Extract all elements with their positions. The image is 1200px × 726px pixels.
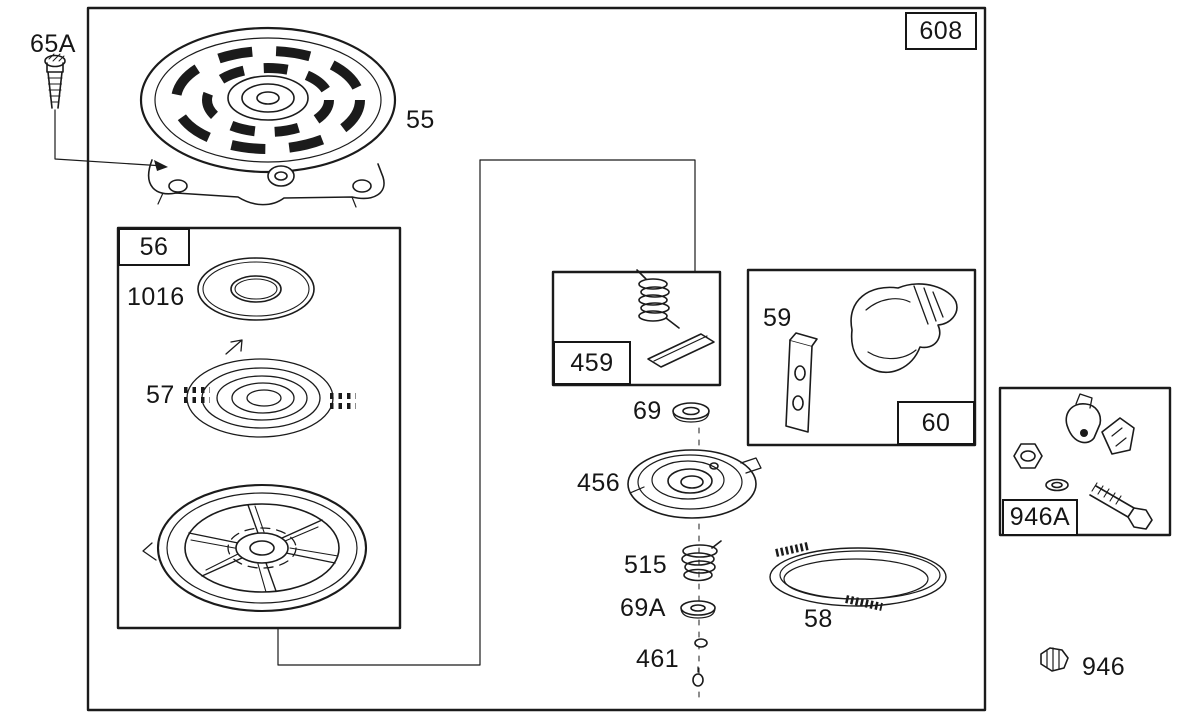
- label-box-60: 60: [897, 401, 975, 445]
- label-box-608: 608: [905, 12, 977, 50]
- part-946A-bolt: [1089, 482, 1153, 530]
- part-57-rewind-spring: [184, 339, 356, 438]
- part-946A-washer: [1045, 478, 1069, 492]
- part-69A-washer: [680, 600, 716, 619]
- part-459-spring: [636, 269, 680, 329]
- part-60-handle: [850, 283, 958, 374]
- part-number-60: 60: [921, 408, 951, 437]
- part-number-456: 456: [577, 469, 621, 497]
- part-number-515: 515: [624, 551, 668, 579]
- part-461-pin: [692, 638, 708, 687]
- part-65A-screw: [44, 53, 168, 171]
- part-946A-nut: [1013, 443, 1043, 469]
- part-number-56: 56: [139, 232, 169, 261]
- part-58-rope: [769, 542, 947, 611]
- part-59-insert: [785, 332, 818, 433]
- part-number-459: 459: [570, 348, 614, 377]
- main-frame: [86, 6, 987, 712]
- part-number-55: 55: [406, 106, 435, 134]
- part-456-pulley: [627, 449, 762, 519]
- part-number-58: 58: [804, 605, 833, 633]
- part-number-608: 608: [919, 16, 963, 45]
- part-459-box: [551, 270, 722, 387]
- part-number-946A: 946A: [1009, 503, 1071, 531]
- label-box-56: 56: [118, 228, 190, 266]
- part-number-69: 69: [633, 397, 662, 425]
- part-69-washer: [672, 402, 710, 423]
- part-number-59: 59: [763, 304, 792, 332]
- label-box-946A: 946A: [1002, 499, 1078, 536]
- part-60-box: [746, 268, 977, 447]
- part-number-65A: 65A: [30, 30, 76, 58]
- part-55-starter-housing: [139, 26, 397, 208]
- part-number-461: 461: [636, 645, 680, 673]
- part-56-pulley-assembly: [142, 483, 368, 613]
- part-946-nut: [1040, 647, 1069, 672]
- part-459-clip: [647, 333, 715, 368]
- assembly-connector-lines: [277, 159, 700, 701]
- part-number-1016: 1016: [127, 283, 185, 311]
- part-1016-washer: [197, 257, 315, 321]
- part-515-spring: [681, 540, 722, 582]
- part-number-57: 57: [146, 381, 175, 409]
- part-56-box: [116, 226, 402, 630]
- part-number-69A: 69A: [620, 594, 666, 622]
- part-946A-clamp: [1065, 393, 1102, 444]
- part-number-946: 946: [1082, 653, 1126, 681]
- part-946A-bracket: [1101, 417, 1135, 455]
- part-946A-box: [998, 386, 1172, 537]
- label-box-459: 459: [553, 341, 631, 385]
